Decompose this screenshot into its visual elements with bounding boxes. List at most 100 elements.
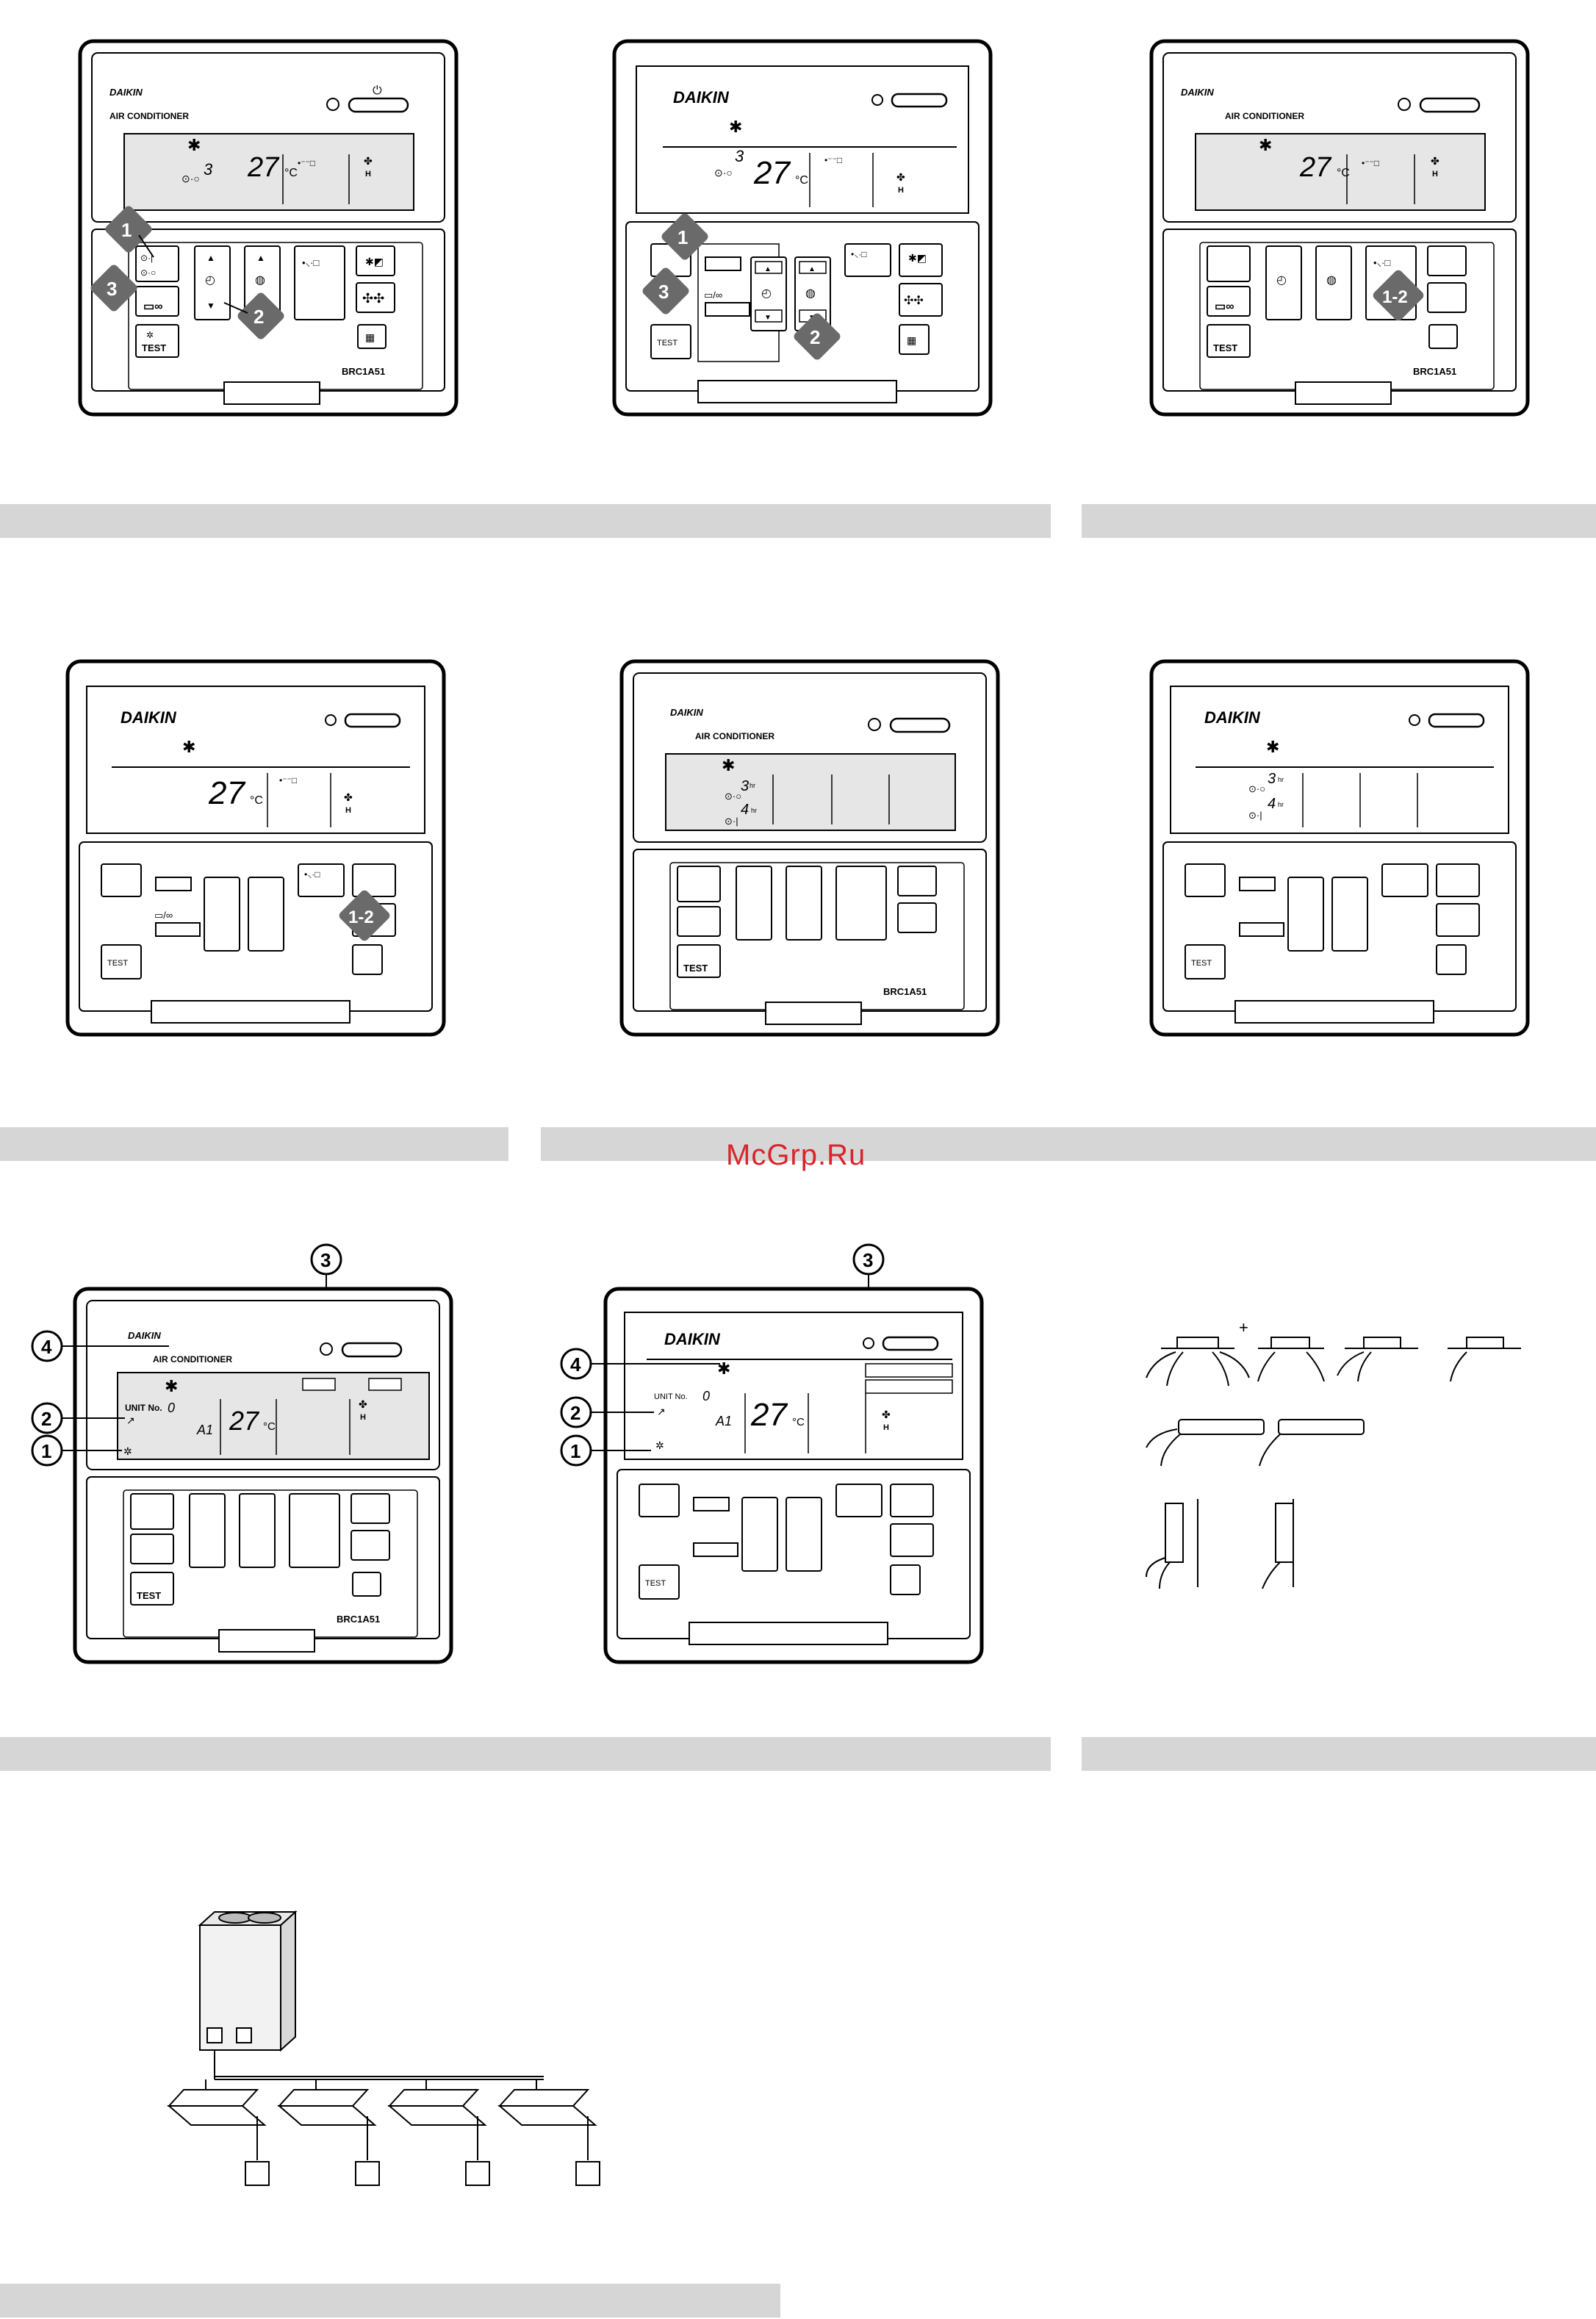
timer-enable-button[interactable] bbox=[1207, 286, 1251, 317]
airflow-ceiling-fixed-diagram bbox=[1259, 1419, 1365, 1467]
timer-time-adjust-button[interactable] bbox=[736, 866, 772, 941]
mode-selector-button[interactable] bbox=[890, 1484, 934, 1517]
timer-time-adjust-button[interactable] bbox=[1265, 245, 1302, 320]
timer-enable-button[interactable] bbox=[677, 906, 721, 937]
temp-adjust-button[interactable] bbox=[1331, 877, 1368, 952]
mode-selector-button[interactable] bbox=[351, 1493, 390, 1524]
fan-speed-button[interactable] bbox=[899, 283, 943, 317]
timer-off-icon: ⊙·○ bbox=[1248, 783, 1265, 794]
airflow-direction-button[interactable] bbox=[835, 1484, 883, 1517]
operation-lamp bbox=[1409, 714, 1420, 726]
status-indicator-2 bbox=[865, 1379, 953, 1394]
filter-reset-button[interactable] bbox=[899, 324, 930, 355]
timer-enable-button[interactable] bbox=[705, 302, 750, 317]
fan-speed-button[interactable] bbox=[890, 1523, 934, 1557]
airflow-direction-button[interactable] bbox=[835, 866, 887, 941]
timer-mode-button[interactable] bbox=[135, 245, 179, 282]
inspection-test-button[interactable] bbox=[1185, 944, 1226, 979]
svg-text:2: 2 bbox=[254, 306, 264, 328]
mode-selector-button[interactable] bbox=[352, 863, 396, 897]
timer-off-icon: ⊙·○ bbox=[725, 791, 741, 802]
filter-reset-button[interactable] bbox=[1428, 324, 1458, 349]
timer-time-adjust-button[interactable] bbox=[204, 877, 240, 952]
on-off-button[interactable] bbox=[1419, 97, 1481, 113]
inspection-test-button[interactable] bbox=[101, 944, 142, 979]
filter-reset-button[interactable] bbox=[352, 944, 383, 975]
on-off-button[interactable] bbox=[1428, 713, 1485, 728]
timer-mode-button[interactable] bbox=[1239, 877, 1276, 891]
on-off-button[interactable] bbox=[889, 717, 951, 733]
mode-selector-button[interactable] bbox=[1436, 863, 1480, 897]
cover-handle bbox=[689, 1622, 888, 1645]
label-2b: 2 bbox=[560, 1396, 654, 1428]
timer-mode-button[interactable] bbox=[155, 877, 192, 891]
up-arrow-icon: ▲ bbox=[764, 265, 772, 273]
airflow-direction-button[interactable] bbox=[289, 1493, 340, 1568]
mode-selector-button[interactable] bbox=[899, 243, 943, 277]
filter-reset-button[interactable] bbox=[352, 1572, 381, 1597]
on-off-button[interactable] bbox=[348, 97, 409, 113]
operation-lamp bbox=[868, 718, 881, 731]
on-off-button[interactable] bbox=[341, 1342, 403, 1358]
timer-mode-button[interactable] bbox=[693, 1497, 730, 1511]
timer-mode-button[interactable] bbox=[677, 866, 721, 902]
plus-icon: + bbox=[1239, 1318, 1248, 1337]
timer-enable-button[interactable] bbox=[155, 922, 201, 937]
cover-handle bbox=[1234, 1000, 1434, 1024]
temp-adjust-button[interactable] bbox=[239, 1493, 276, 1568]
hr-unit-2: hr bbox=[1278, 801, 1284, 808]
temp-adjust-button[interactable] bbox=[1315, 245, 1352, 320]
remote-controller-1 bbox=[245, 2161, 270, 2186]
timer-enable-button[interactable] bbox=[135, 286, 179, 317]
timer-time-adjust-button[interactable] bbox=[741, 1497, 778, 1572]
inspection-test-button[interactable] bbox=[650, 324, 691, 359]
timer-enable-button[interactable] bbox=[693, 1542, 738, 1557]
on-off-button[interactable] bbox=[344, 713, 401, 728]
inspection-test-button[interactable] bbox=[1207, 324, 1251, 358]
remote-controller-2 bbox=[355, 2161, 380, 2186]
timer-off-icon-btn: ⊙·○ bbox=[140, 267, 156, 278]
timer-time-adjust-button[interactable] bbox=[194, 245, 231, 320]
operation-lamp bbox=[863, 1337, 874, 1349]
inspection-test-button[interactable] bbox=[130, 1572, 174, 1606]
mode-selector-button[interactable] bbox=[897, 866, 937, 896]
infinity-icon: ▭/∞ bbox=[154, 910, 173, 921]
airflow-direction-button[interactable] bbox=[294, 245, 345, 320]
ventilation-button[interactable] bbox=[639, 1484, 680, 1517]
ventilation-button[interactable] bbox=[1185, 863, 1226, 897]
inspection-test-button[interactable] bbox=[135, 324, 179, 358]
timer-mode-button[interactable] bbox=[705, 256, 741, 271]
filter-reset-button[interactable] bbox=[890, 1564, 921, 1595]
inspection-test-button[interactable] bbox=[677, 944, 721, 978]
timer-hours-2: 4 bbox=[1268, 796, 1276, 812]
airflow-direction-button[interactable] bbox=[1381, 863, 1428, 897]
mode-selector-button[interactable] bbox=[1427, 245, 1467, 276]
inspection-test-button[interactable] bbox=[639, 1564, 680, 1600]
timer-mode-button[interactable] bbox=[1207, 245, 1251, 282]
fan-speed-button[interactable] bbox=[1436, 903, 1480, 937]
temp-adjust-button[interactable] bbox=[786, 866, 822, 941]
fan-speed-button[interactable] bbox=[897, 902, 937, 933]
svg-text:3: 3 bbox=[320, 1249, 331, 1271]
airflow-direction-button[interactable] bbox=[298, 863, 345, 897]
ventilation-button[interactable] bbox=[101, 863, 142, 897]
temp-adjust-button[interactable] bbox=[786, 1497, 822, 1572]
fan-speed-button[interactable] bbox=[356, 282, 395, 313]
on-off-button[interactable] bbox=[882, 1336, 939, 1351]
mode-selector-button[interactable] bbox=[356, 245, 395, 276]
fan-speed-button[interactable] bbox=[351, 1530, 390, 1561]
thermometer-icon: ◍ bbox=[1326, 274, 1337, 287]
filter-reset-button[interactable] bbox=[1436, 944, 1467, 975]
timer-enable-button[interactable] bbox=[130, 1534, 174, 1564]
filter-reset-button[interactable] bbox=[357, 324, 387, 349]
on-off-button[interactable] bbox=[891, 93, 948, 108]
temp-adjust-button[interactable] bbox=[248, 877, 284, 952]
timer-time-adjust-button[interactable] bbox=[1287, 877, 1324, 952]
timer-time-adjust-button[interactable] bbox=[189, 1493, 226, 1568]
timer-enable-button[interactable] bbox=[1239, 922, 1284, 937]
remote-controller-4 bbox=[575, 2161, 600, 2186]
timer-mode-button[interactable] bbox=[130, 1493, 174, 1530]
fan-speed-button[interactable] bbox=[1427, 282, 1467, 313]
airflow-direction-button[interactable] bbox=[844, 243, 891, 277]
airflow-icon: •⸜·□ bbox=[302, 257, 319, 268]
